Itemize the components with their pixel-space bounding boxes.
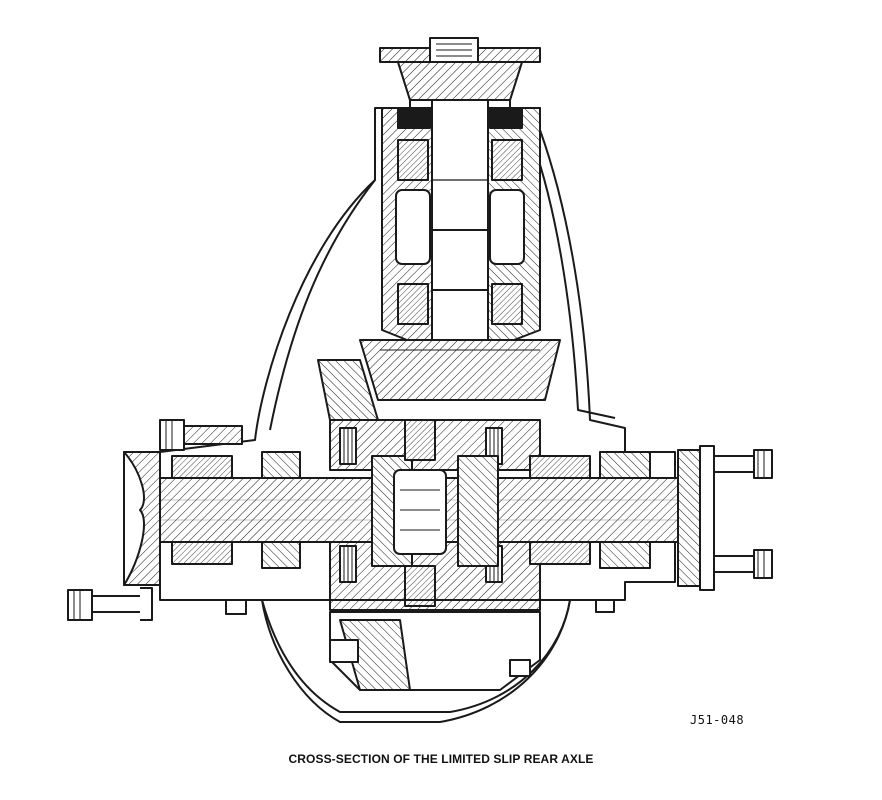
left-bearing-upper bbox=[171, 455, 233, 479]
spacer-right bbox=[489, 189, 525, 265]
small-plug-right bbox=[595, 599, 615, 613]
left-axle-flange bbox=[123, 451, 161, 586]
housing-left-flank bbox=[269, 179, 376, 431]
left-race-lower bbox=[261, 541, 301, 569]
right-bearing-upper bbox=[529, 455, 591, 479]
side-gear-right bbox=[457, 455, 499, 567]
pinion-shaft bbox=[431, 99, 489, 351]
ring-gear-lower bbox=[339, 619, 411, 691]
right-race-lower bbox=[599, 541, 651, 569]
right-bolt-lower bbox=[713, 549, 773, 579]
pinion-seal-right bbox=[489, 107, 523, 129]
pinion-bearing-lower-right bbox=[491, 283, 523, 325]
pinion-seal-left bbox=[397, 107, 431, 129]
cross-shaft-block bbox=[393, 469, 447, 555]
figure-reference-code: J51-048 bbox=[690, 713, 745, 727]
right-bolt-upper bbox=[713, 449, 773, 479]
pinion-bearing-lower-left bbox=[397, 283, 429, 325]
pinion-mate-top bbox=[404, 419, 436, 461]
right-bearing-lower bbox=[529, 541, 591, 565]
lower-cover bbox=[261, 599, 571, 713]
bottom-left-bolt bbox=[67, 587, 153, 621]
left-bearing-lower bbox=[171, 541, 233, 565]
top-left-bolt bbox=[159, 419, 243, 451]
small-plug-left bbox=[225, 599, 247, 615]
spacer-left bbox=[395, 189, 431, 265]
lower-bolt-left bbox=[329, 639, 359, 663]
left-race-upper bbox=[261, 451, 301, 479]
pinion-gear bbox=[359, 339, 561, 401]
figure-caption: CROSS-SECTION OF THE LIMITED SLIP REAR A… bbox=[288, 752, 594, 766]
pinion-bearing-upper-right bbox=[491, 139, 523, 181]
lower-bolt-right bbox=[509, 659, 531, 677]
pinion-bearing-upper-left bbox=[397, 139, 429, 181]
right-race-upper bbox=[599, 451, 651, 479]
housing-outline bbox=[123, 107, 676, 723]
